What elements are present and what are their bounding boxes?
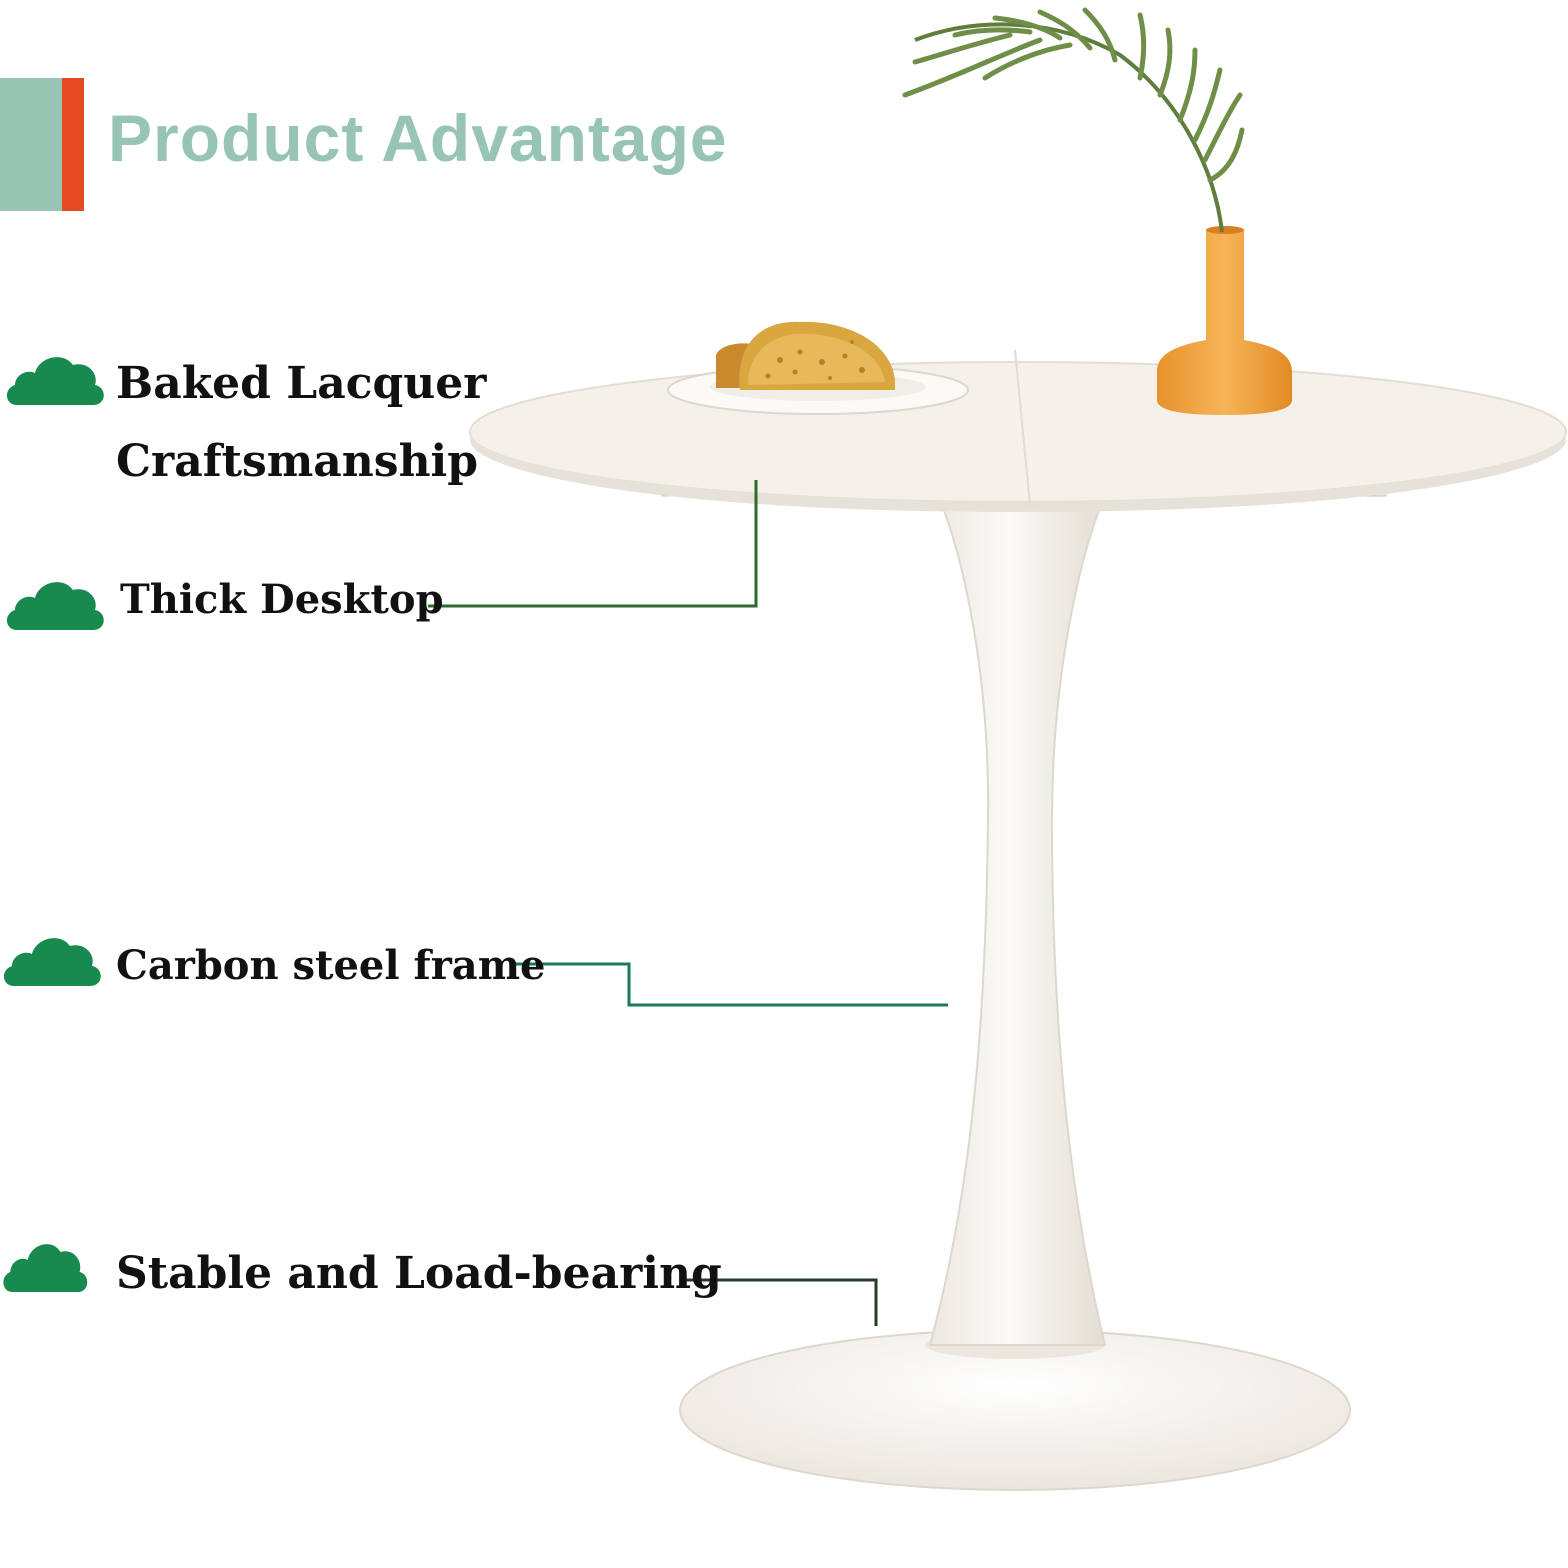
cloud-icon — [3, 938, 101, 986]
feature-carbon-steel-frame: Carbon steel frame — [116, 942, 546, 989]
header-accent-teal — [0, 78, 62, 211]
cloud-icon — [3, 1244, 88, 1292]
feature-baked-lacquer-line1: Baked Lacquer — [116, 358, 487, 409]
cloud-icon — [6, 582, 104, 630]
cloud-icon — [6, 357, 104, 405]
page-title: Product Advantage — [108, 101, 728, 175]
header-accent-red — [62, 78, 84, 211]
feature-thick-desktop: Thick Desktop — [120, 576, 444, 623]
feature-baked-lacquer-line2: Craftsmanship — [116, 436, 479, 487]
feature-stable-load-bearing: Stable and Load-bearing — [116, 1248, 722, 1299]
